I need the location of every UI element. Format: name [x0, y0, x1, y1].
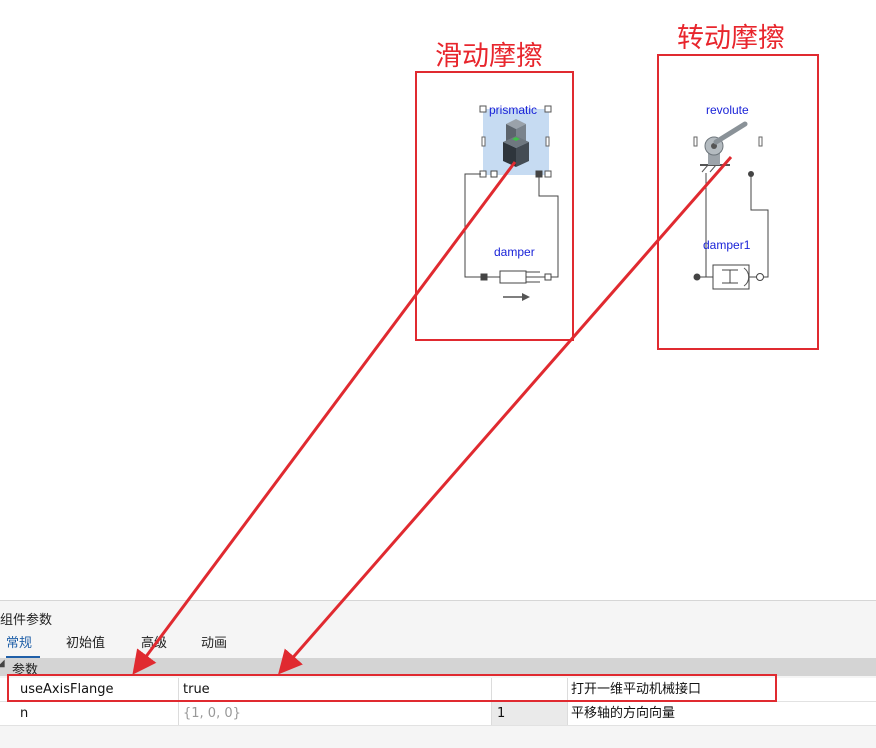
- tab-bar: 常规 初始值 高级 动画: [0, 634, 876, 658]
- tab-general[interactable]: 常规: [6, 634, 40, 658]
- sliding-friction-title: 滑动摩擦: [435, 41, 543, 72]
- selection-handle: [544, 105, 552, 113]
- param-value-field[interactable]: {1, 0, 0}: [183, 706, 241, 721]
- parameters-group-header[interactable]: ◢ 参数: [0, 658, 876, 678]
- prismatic-label[interactable]: prismatic: [489, 103, 538, 117]
- frame-connector: [481, 136, 486, 147]
- param-unit: 1: [497, 706, 506, 721]
- tab-advanced[interactable]: 高级: [141, 636, 168, 651]
- rotating-friction-box: [657, 54, 819, 350]
- selection-handle: [479, 105, 487, 113]
- param-name: useAxisFlange: [20, 682, 114, 697]
- damper-label[interactable]: damper: [494, 245, 535, 259]
- revolute-label[interactable]: revolute: [706, 103, 749, 117]
- param-description: 平移轴的方向向量: [571, 706, 676, 721]
- frame-connector: [545, 136, 550, 147]
- table-row[interactable]: useAxisFlange true 打开一维平动机械接口: [0, 678, 876, 702]
- tab-animation[interactable]: 动画: [201, 636, 228, 651]
- component-parameters-panel: 组件参数 常规 初始值 高级 动画 ◢ 参数 useAxisFlange tru…: [0, 600, 876, 748]
- table-row[interactable]: n {1, 0, 0} 1 平移轴的方向向量: [0, 702, 876, 726]
- param-name: n: [20, 706, 29, 721]
- damper1-label[interactable]: damper1: [703, 238, 751, 252]
- param-description: 打开一维平动机械接口: [571, 682, 702, 697]
- rotation-arrow: [743, 267, 750, 287]
- collapse-caret-icon[interactable]: ◢: [0, 658, 5, 669]
- frame-connector: [758, 136, 763, 147]
- diagram-canvas[interactable]: 滑动摩擦 转动摩擦 prismatic damper revolute damp…: [0, 0, 876, 600]
- flange-connector: [748, 171, 754, 177]
- tab-initial-values[interactable]: 初始值: [66, 636, 106, 651]
- param-value-field[interactable]: true: [183, 682, 210, 697]
- group-label: 参数: [12, 663, 39, 678]
- param-unit-cell[interactable]: [492, 702, 567, 725]
- frame-connector: [693, 136, 698, 147]
- wire: [750, 174, 769, 278]
- panel-title: 组件参数: [0, 613, 53, 628]
- rotating-friction-title: 转动摩擦: [677, 23, 785, 54]
